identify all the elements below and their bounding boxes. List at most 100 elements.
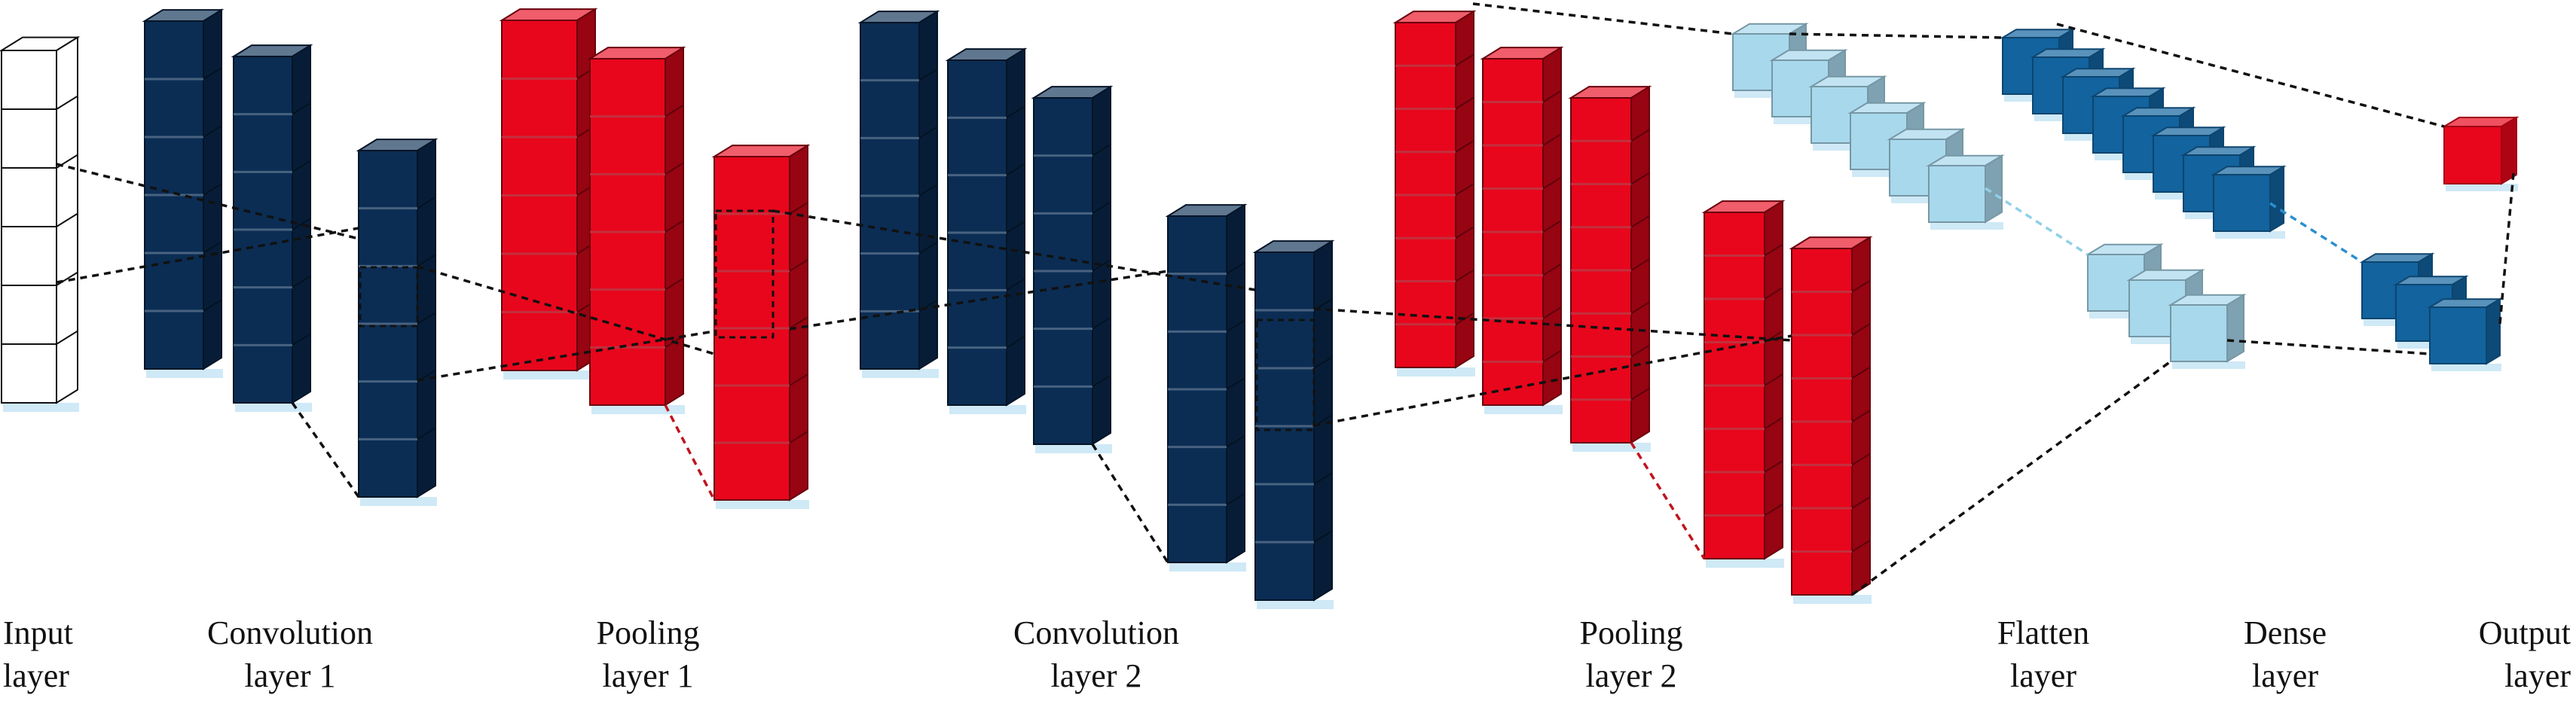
conv1-column-3-cell-divider-side <box>417 427 436 440</box>
kernel-box-pool1 <box>714 209 775 339</box>
pool2-layer-label: Pooling layer 2 <box>1580 614 1683 694</box>
flatten-cube-6 <box>1926 154 2005 230</box>
pool1-column-1 <box>499 8 598 372</box>
conv2-column-4-cell-divider-side <box>1226 492 1245 506</box>
flatten-cube-9-side-face <box>2226 294 2244 363</box>
dense-layer-label-line1: Dense <box>2244 614 2327 651</box>
kernel-box-conv1 <box>359 266 419 328</box>
flatten-cube-7-shadow <box>2089 311 2162 318</box>
pool1-column-3-cell-divider-side <box>789 202 808 215</box>
output-layer-label-line2: layer <box>2504 657 2571 694</box>
conv2-column-2 <box>945 47 1028 407</box>
conv2-column-4-cell-divider-side <box>1226 434 1245 448</box>
pool1-layer-label-line2: layer 1 <box>603 657 694 694</box>
dense-cube-11-side-face <box>2486 297 2501 365</box>
conn-pool1-c2-to-c3 <box>664 404 716 501</box>
pool2-column-1-cell-divider-side <box>1455 226 1474 239</box>
conn-conv1-to-pool1-b <box>417 330 715 382</box>
pool1-column-3-cell-divider-side <box>789 373 808 386</box>
pool2-column-4-cell-divider-side <box>1764 460 1783 473</box>
dense-cube-11-shadow <box>2431 364 2501 371</box>
output-layer-label: Output layer <box>2479 614 2571 694</box>
conv1-column-3 <box>356 138 439 498</box>
conv2-column-1-cell-divider-side <box>918 184 938 197</box>
conv2-column-3-cell-divider-side <box>1092 143 1111 157</box>
conv2-layer-label-line1: Convolution <box>1013 614 1179 651</box>
flatten-layer-label-line2: layer <box>2010 657 2076 694</box>
conv2-column-4-cell-divider-side <box>1226 377 1245 390</box>
conv2-column-3-cell-divider-side <box>1092 201 1111 215</box>
flatten-cube-8-shadow <box>2131 337 2204 344</box>
pool2-column-2-cell-divider-side <box>1542 176 1562 190</box>
conv1-column-1-cell-divider-side <box>203 67 222 80</box>
pool2-column-4-shadow <box>1706 559 1784 568</box>
output-cube-front-face <box>2443 126 2502 184</box>
pool1-column-2-cell-divider-side <box>665 104 684 117</box>
layer-labels: Input layer Convolution layer 1 Pooling … <box>3 614 2571 694</box>
conv1-column-3-cell-divider-side <box>417 196 436 209</box>
pool2-column-1-cell-divider-side <box>1455 183 1474 196</box>
pool2-column-5 <box>1789 236 1873 596</box>
pool2-column-5-shadow <box>1793 595 1872 604</box>
conn-dense-split <box>2269 202 2363 264</box>
pool2-column-3-cell-divider-side <box>1630 301 1650 315</box>
pool2-column-1-cell-divider-side <box>1455 269 1474 282</box>
pool1-column-3-cell-divider-side <box>789 431 808 443</box>
kernel-box-conv2 <box>1255 318 1316 431</box>
pool2-column-2-cell-divider-side <box>1542 263 1562 276</box>
connector-lines <box>56 2 2515 596</box>
pool1-column-3-cell-divider-side <box>789 259 808 272</box>
conv1-column-2-cell-divider-side <box>292 160 311 173</box>
conv2-column-5-cell-divider-side <box>1313 472 1333 485</box>
input-layer-label: Input layer <box>3 614 73 694</box>
conv2-column-1-cell-divider-side <box>918 126 938 139</box>
pool2-column-3-cell-divider-side <box>1630 344 1650 358</box>
conn-conv2-to-pool2-a <box>1313 307 1792 342</box>
conn-conv1-c2-to-c3 <box>291 401 360 498</box>
conn-pool2-bottom-to-flatten <box>1850 360 2172 596</box>
pool2-column-1-cell-divider-side <box>1455 140 1474 153</box>
dense-cube-8-side-face <box>2269 165 2284 233</box>
pool2-column-5-cell-divider-side <box>1851 279 1871 293</box>
flatten-layer-label: Flatten layer <box>1997 614 2089 694</box>
conv2-column-2-shadow <box>949 405 1026 414</box>
conn-flatten-split <box>1985 187 2089 256</box>
flatten-cube-2-shadow <box>1774 117 1847 124</box>
pool2-column-2 <box>1480 46 1564 407</box>
pool2-column-4-cell-divider-side <box>1764 373 1783 386</box>
flatten-cube-5-shadow <box>1891 196 1964 203</box>
pool2-column-4-cell-divider-side <box>1764 416 1783 430</box>
conn-pool1-to-conv2-b <box>789 270 1169 331</box>
conv1-column-1-shadow <box>146 369 223 378</box>
pool2-column-4-cell-divider-side <box>1764 243 1783 257</box>
flatten-cube-1-shadow <box>1734 90 1807 98</box>
pool2-column-2-shadow <box>1484 405 1563 414</box>
conn-input-to-conv1-b <box>56 227 359 284</box>
conv2-column-5 <box>1252 239 1335 602</box>
pool1-column-3-shadow <box>716 500 809 509</box>
conn-pool1-to-conv2-a <box>772 209 1256 291</box>
conv2-column-4-cell-divider-side <box>1226 319 1245 333</box>
flatten-cube-4-shadow <box>1852 169 1925 177</box>
pool2-column-2-cell-divider-side <box>1542 90 1562 103</box>
pool1-column-1-shadow <box>503 370 597 379</box>
conn-conv2-to-pool2-b <box>1313 334 1792 427</box>
flatten-cube-9-shadow <box>2172 361 2245 369</box>
pool2-column-2-cell-divider-side <box>1542 349 1562 363</box>
input-layer-column-shadow <box>3 403 79 412</box>
conv1-column-2-shadow <box>235 403 312 412</box>
input-layer-label-line2: layer <box>3 657 69 694</box>
dense-cube-11 <box>2427 297 2503 371</box>
pool2-column-3 <box>1568 85 1652 444</box>
conv2-column-5-cell-divider-side <box>1313 356 1333 369</box>
pool2-column-5-cell-divider-side <box>1851 496 1871 509</box>
dense-layer-label: Dense layer <box>2244 614 2327 694</box>
pool2-column-5-cell-divider-side <box>1851 323 1871 336</box>
pool2-column-2-cell-divider-side <box>1542 133 1562 146</box>
conv2-column-4 <box>1165 203 1248 564</box>
input-layer-column-cell-divider-side <box>56 271 78 286</box>
flatten-cube-6-shadow <box>1930 222 2003 230</box>
conn-pool2-top-to-flatten <box>1472 2 1734 35</box>
input-layer-column <box>0 35 81 404</box>
